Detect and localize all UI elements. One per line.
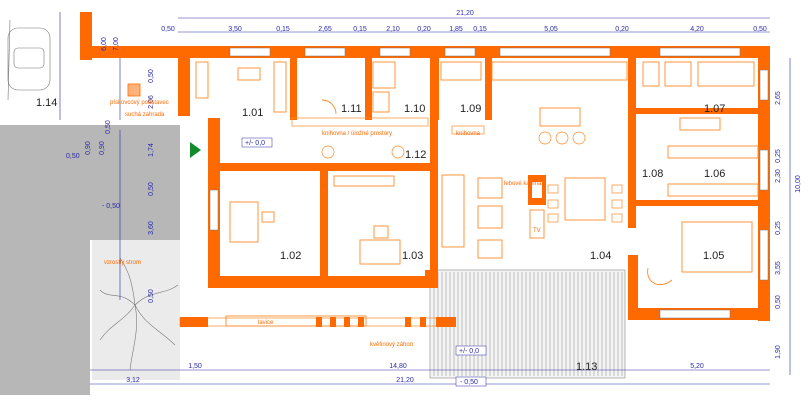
room-label-108: 1.08 <box>642 168 663 180</box>
top-dim-6: 0,20 <box>417 26 431 33</box>
tree-icon <box>99 257 179 371</box>
bench-posts <box>180 317 456 327</box>
bottom-dim-r2-1: 21,20 <box>396 377 414 384</box>
room-label-101: 1.01 <box>242 107 263 119</box>
right-dim-3: 10,00 <box>795 175 802 193</box>
left-dim-3: 2,06 <box>148 95 155 109</box>
left-dim-6: 0,90 <box>99 141 106 155</box>
right-dim-1: 0,25 <box>775 149 782 163</box>
note-tv: TV <box>533 228 541 234</box>
top-dim-11: 4,20 <box>690 26 704 33</box>
room-label-103: 1.03 <box>402 250 423 262</box>
sandstone-pad <box>127 83 141 97</box>
top-dim-7: 1,85 <box>449 26 463 33</box>
left-dim-2: 0,50 <box>148 69 155 83</box>
bottom-dim-r2-0: 3,12 <box>126 377 140 384</box>
entry-arrow-icon <box>190 142 201 158</box>
left-dim-1: 7,00 <box>113 37 120 51</box>
room-label-111: 1.11 <box>341 103 362 115</box>
room-label-112: 1.12 <box>405 149 426 161</box>
top-dim-12: 0,50 <box>753 26 767 33</box>
left-dim-12: - 0,50 <box>102 203 120 210</box>
top-dim-0: 0,50 <box>161 26 175 33</box>
bottom-dim-r1-1: 14,80 <box>389 363 407 370</box>
top-dim-9: 5,05 <box>544 26 558 33</box>
room-label-102: 1.02 <box>280 250 301 262</box>
note-bench: lavice <box>258 320 274 326</box>
interior-walls <box>220 58 758 288</box>
total-width-dim: 21,20 <box>456 10 474 17</box>
dimension-lines <box>59 12 791 385</box>
right-dim-5: 3,55 <box>775 261 782 275</box>
room-label-110: 1.10 <box>404 103 425 115</box>
right-dim-7: 1,90 <box>775 345 782 359</box>
level-bottom: - 0,50 <box>460 379 478 386</box>
note-dry-garden: suchá zahrada <box>125 112 165 118</box>
right-dim-2: 2,30 <box>775 169 782 183</box>
top-dim-8: 0,15 <box>473 26 487 33</box>
room-label-106: 1.06 <box>704 168 725 180</box>
bottom-dim-r1-2: 5,20 <box>690 363 704 370</box>
car-icon <box>7 19 51 101</box>
top-dim-10: 0,20 <box>615 26 629 33</box>
room-label-107: 1.07 <box>704 103 725 115</box>
left-dim-10: 3,60 <box>148 221 155 235</box>
room-label-104: 1.04 <box>590 250 611 262</box>
note-stove: lebové kamna <box>504 181 542 187</box>
room-label-114: 1.14 <box>36 97 57 109</box>
left-dim-7: 1,74 <box>148 143 155 157</box>
note-sandstone: pískovcový podstavec <box>110 100 169 106</box>
room-label-105: 1.05 <box>703 250 724 262</box>
note-library-storage: knihovna / úložné prostory <box>322 131 392 137</box>
terrace-deck <box>429 269 626 379</box>
left-dim-4: 0,50 <box>105 120 112 134</box>
top-dim-2: 0,15 <box>276 26 290 33</box>
left-dim-9: 0,50 <box>66 153 80 160</box>
level-entry: +/- 0,0 <box>245 140 265 147</box>
room-label-109: 1.09 <box>460 103 481 115</box>
top-dim-1: 3,50 <box>228 26 242 33</box>
top-dim-3: 2,65 <box>318 26 332 33</box>
level-terrace: +/- 0,0 <box>459 348 479 355</box>
note-flower-bed: květinový záhon <box>370 342 413 348</box>
left-dim-11: 0,50 <box>148 289 155 303</box>
windows <box>209 47 769 319</box>
right-dim-4: 0,25 <box>775 221 782 235</box>
room-label-113: 1.13 <box>576 361 597 373</box>
entry-paving <box>90 125 180 240</box>
top-dim-5: 2,10 <box>386 26 400 33</box>
left-dim-0: 6,00 <box>101 37 108 51</box>
right-dim-6: 0,50 <box>775 295 782 309</box>
note-tree: vzrostlý strom <box>104 260 141 266</box>
right-dim-0: 2,65 <box>775 91 782 105</box>
parking-paving <box>0 125 90 395</box>
left-dim-8: 0,50 <box>148 182 155 196</box>
note-library: knihovna <box>456 131 481 137</box>
top-dim-4: 0,15 <box>353 26 367 33</box>
left-dim-5: 0,90 <box>85 141 92 155</box>
bottom-dim-r1-0: 1,50 <box>188 363 202 370</box>
